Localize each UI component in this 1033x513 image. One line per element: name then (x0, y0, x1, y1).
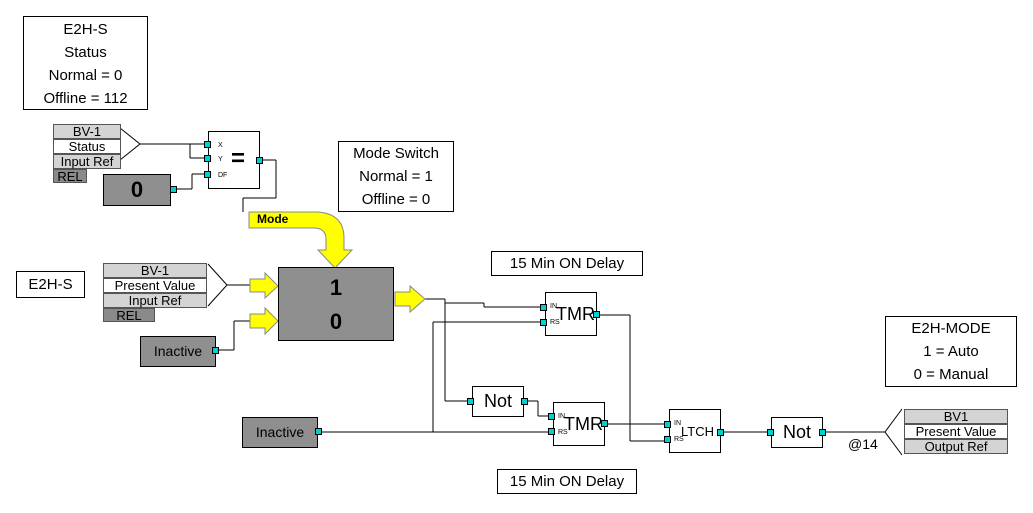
note-line: E2H-MODE (911, 320, 991, 337)
pin-label: IN (558, 413, 565, 420)
output-pin[interactable] (256, 157, 263, 164)
input-prop[interactable]: Present Value (103, 278, 207, 293)
switch-block[interactable]: 1 0 (278, 267, 394, 341)
pin-label: RS (558, 429, 568, 436)
output-pin[interactable] (521, 398, 528, 405)
constant-zero[interactable]: 0 (103, 174, 171, 206)
e2h-mode-note: E2H-MODE 1 = Auto 0 = Manual (885, 316, 1017, 387)
output-pin[interactable] (170, 186, 177, 193)
latch-block[interactable]: LTCH IN RS (669, 409, 721, 453)
input-ref[interactable]: Input Ref (53, 154, 121, 169)
output-address: @14 (848, 436, 878, 452)
input-pin[interactable] (664, 421, 671, 428)
output-ref[interactable]: Output Ref (904, 439, 1008, 454)
compare-block[interactable]: = X Y DF (208, 131, 260, 189)
input-name[interactable]: BV-1 (103, 263, 207, 278)
note-line: Offline = 112 (43, 90, 128, 107)
pin-label: RS (550, 319, 560, 326)
output-pin[interactable] (717, 429, 724, 436)
note-line: Normal = 0 (48, 67, 123, 84)
not-block[interactable]: Not (472, 386, 524, 417)
pin-label: IN (674, 420, 681, 427)
input-prop[interactable]: Status (53, 139, 121, 154)
constant-value: 0 (130, 177, 144, 202)
input-ref[interactable]: Input Ref (103, 293, 207, 308)
constant-inactive-1[interactable]: Inactive (140, 336, 216, 367)
input-pin[interactable] (540, 319, 547, 326)
mode-switch-note: Mode Switch Normal = 1 Offline = 0 (338, 141, 454, 212)
pin-label: RS (674, 436, 684, 443)
not-label: Not (782, 422, 811, 442)
equals-symbol: = (231, 145, 246, 172)
timer-label: TMR (564, 414, 603, 434)
not-label: Not (483, 391, 512, 411)
constant-value: Inactive (255, 424, 305, 440)
constant-value: Inactive (153, 343, 203, 359)
status-note: E2H-S Status Normal = 0 Offline = 112 (23, 16, 148, 110)
input-pin[interactable] (467, 398, 474, 405)
pin-label: X (218, 142, 223, 149)
pin-label: IN (550, 303, 557, 310)
input-pin[interactable] (204, 171, 211, 178)
note-line: Status (64, 44, 107, 61)
latch-label: LTCH (681, 424, 714, 439)
input-pin[interactable] (548, 428, 555, 435)
note-line: 0 = Manual (913, 366, 989, 383)
input-rel[interactable]: REL (53, 169, 87, 184)
note-line: Offline = 0 (361, 191, 431, 208)
note-line: 1 = Auto (923, 343, 979, 360)
timer-label: TMR (556, 304, 595, 324)
input-pin[interactable] (664, 436, 671, 443)
output-prop[interactable]: Present Value (904, 424, 1008, 439)
pin-label: Y (218, 156, 223, 163)
e2h-s-label: E2H-S (16, 271, 85, 298)
timer-block[interactable]: TMR IN RS (553, 402, 605, 446)
output-pin[interactable] (601, 420, 608, 427)
switch-true-label: 1 (329, 275, 343, 300)
input-name[interactable]: BV-1 (53, 124, 121, 139)
mode-arrow-label: Mode (257, 212, 289, 226)
timer-block[interactable]: TMR IN RS (545, 292, 597, 336)
input-rel[interactable]: REL (103, 308, 155, 323)
delay-label-bottom: 15 Min ON Delay (497, 469, 637, 494)
delay-label-top: 15 Min ON Delay (491, 251, 643, 276)
output-pin[interactable] (819, 429, 826, 436)
input-pin[interactable] (767, 429, 774, 436)
output-pin[interactable] (593, 311, 600, 318)
output-pin[interactable] (315, 428, 322, 435)
note-line: E2H-S (63, 21, 108, 38)
switch-false-label: 0 (329, 309, 343, 334)
not-block[interactable]: Not (771, 417, 823, 448)
input-pin[interactable] (204, 155, 211, 162)
input-pin[interactable] (540, 304, 547, 311)
note-line: Mode Switch (353, 145, 439, 162)
output-pin[interactable] (212, 347, 219, 354)
pin-label: DF (218, 172, 228, 179)
input-pin[interactable] (548, 413, 555, 420)
note-line: Normal = 1 (359, 168, 433, 185)
output-name[interactable]: BV1 (904, 409, 1008, 424)
constant-inactive-2[interactable]: Inactive (242, 417, 318, 448)
input-pin[interactable] (204, 141, 211, 148)
